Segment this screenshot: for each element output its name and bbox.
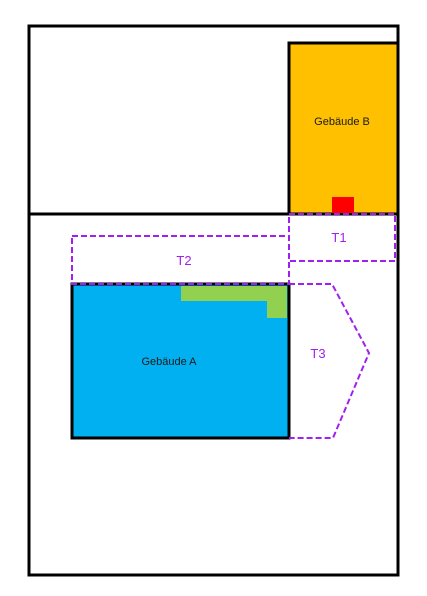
zone-t2 bbox=[71, 235, 290, 285]
building-a-label: Gebäude A bbox=[141, 356, 197, 368]
zone-t3-label: T3 bbox=[310, 346, 325, 361]
zone-t2-label: T2 bbox=[176, 253, 191, 268]
building-b-label: Gebäude B bbox=[314, 116, 370, 128]
green-area bbox=[181, 286, 287, 318]
zone-t3 bbox=[289, 283, 371, 439]
red-marker bbox=[332, 197, 354, 213]
zone-t1-label: T1 bbox=[331, 230, 346, 245]
building-a bbox=[70, 282, 291, 440]
building-b bbox=[287, 41, 400, 216]
